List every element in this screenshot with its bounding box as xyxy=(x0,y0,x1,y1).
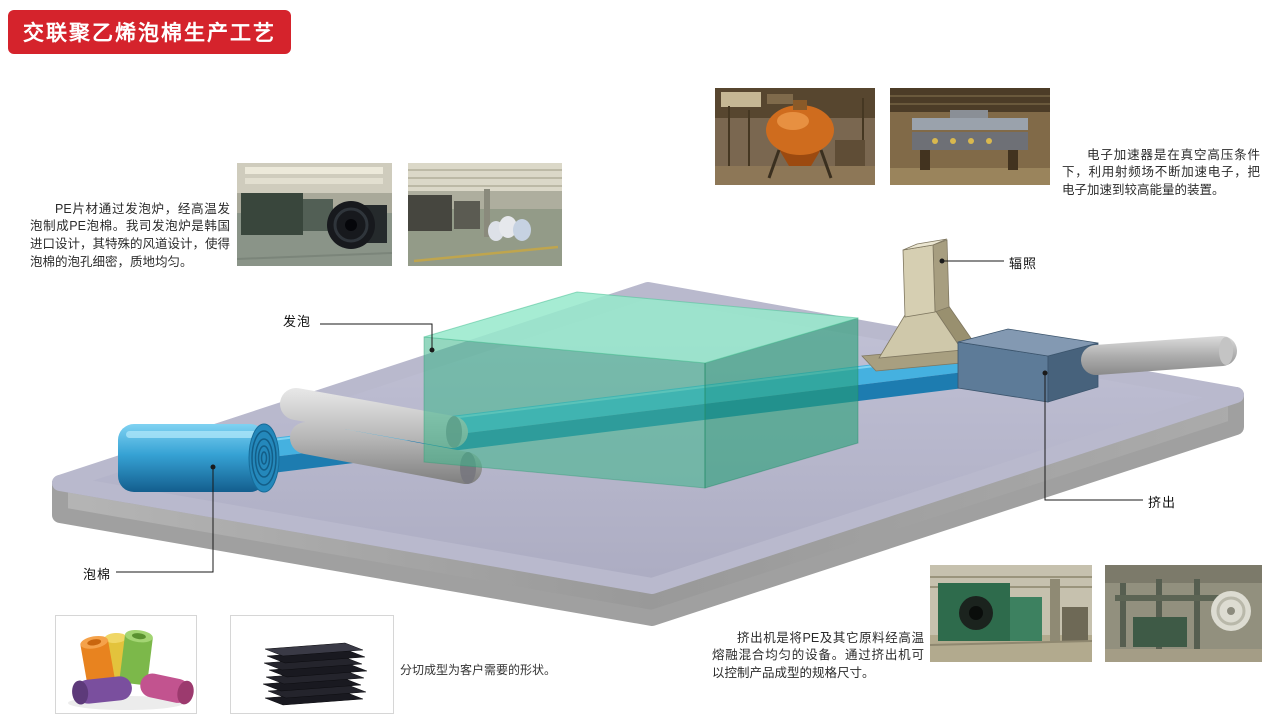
extruder-photo-2 xyxy=(1105,565,1262,662)
caption-cutting: 分切成型为客户需要的形状。 xyxy=(400,663,557,677)
mixer-tank-photo xyxy=(715,88,875,185)
title-banner: 交联聚乙烯泡棉生产工艺 xyxy=(8,10,291,54)
foam-sheets-photo xyxy=(230,615,394,714)
label-irradiation: 辐照 xyxy=(1009,256,1038,271)
accelerator-hall-photo xyxy=(890,88,1050,185)
paragraph-accelerator: 电子加速器是在真空高压条件下，利用射频场不断加速电子，把电子加速到较高能量的装置… xyxy=(1062,147,1260,198)
label-foam: 泡棉 xyxy=(83,567,112,582)
irradiator xyxy=(861,238,983,372)
label-extrusion: 挤出 xyxy=(1148,495,1177,510)
label-foaming: 发泡 xyxy=(283,314,312,329)
extruder xyxy=(957,328,1099,403)
foaming-chamber xyxy=(423,291,859,489)
page-title: 交联聚乙烯泡棉生产工艺 xyxy=(23,22,276,45)
paragraph-pe-foaming: PE片材通过发泡炉，经高温发泡制成PE泡棉。我司发泡炉是韩国进口设计，其特殊的风… xyxy=(30,201,231,269)
leader-lines xyxy=(116,260,1143,573)
foam-line-photo-1 xyxy=(237,163,392,266)
foam-leader-line xyxy=(116,469,214,573)
foaming-leader-line xyxy=(320,323,433,348)
paragraph-extruder: 挤出机是将PE及其它原料经高温熔融混合均匀的设备。通过挤出机可以控制产品成型的规… xyxy=(712,630,924,681)
extruder-photo-1 xyxy=(930,565,1092,662)
output-pipe xyxy=(1081,336,1237,375)
foam-rolls-photo xyxy=(55,615,197,714)
extrusion-leader-line xyxy=(1044,375,1143,501)
foam-line-photo-2 xyxy=(408,163,562,266)
foam-roll xyxy=(118,423,280,493)
leader-dots xyxy=(210,258,1048,470)
